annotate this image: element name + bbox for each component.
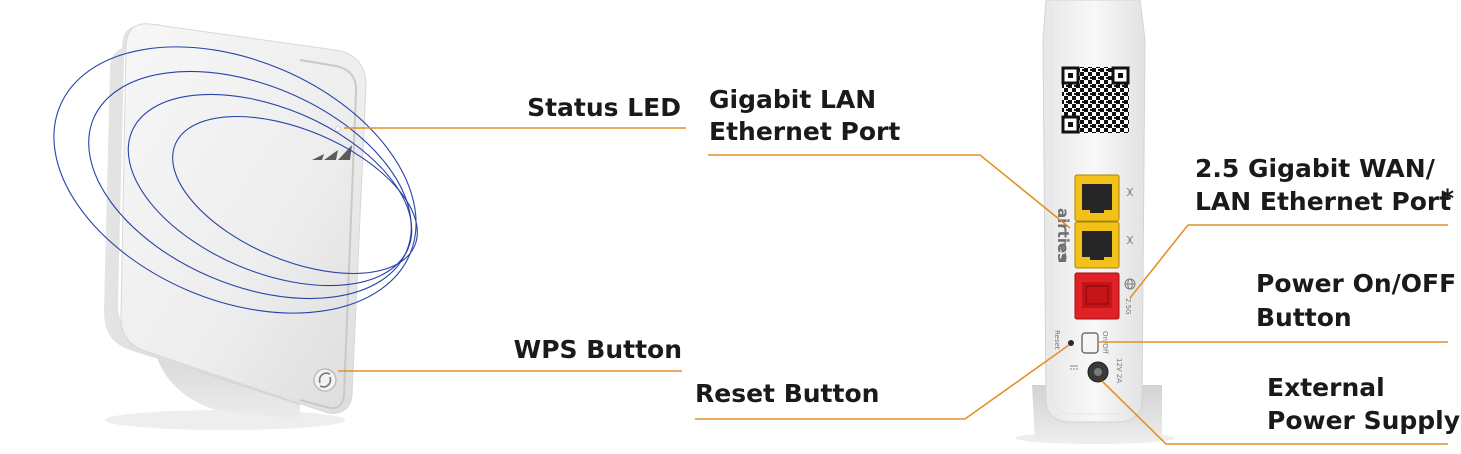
wan-port-marking: 2.5G <box>1124 298 1132 315</box>
device-brand-logo-icon <box>1058 240 1066 262</box>
power-supply-label-line2: Power Supply <box>1267 406 1460 435</box>
lan-port-label-line2: Ethernet Port <box>709 117 900 146</box>
wps-icon <box>318 372 332 388</box>
device-brand-text: airties <box>1054 208 1072 262</box>
power-rating-marking: 12V 2A <box>1115 358 1123 383</box>
reset-button-label: Reset Button <box>695 379 879 408</box>
wps-button-label: WPS Button <box>514 335 682 364</box>
reset-button-leader <box>695 344 1070 420</box>
power-button-label-line2: Button <box>1256 303 1352 332</box>
lan-port-icon <box>1126 187 1134 245</box>
power-supply-leader <box>1101 380 1448 445</box>
power-button-label-line1: Power On/OFF <box>1256 269 1456 298</box>
status-led-label: Status LED <box>527 93 681 122</box>
router-front-shadow <box>105 410 345 430</box>
wan-port-asterisk: * <box>1441 184 1454 213</box>
power-switch[interactable] <box>1081 332 1099 354</box>
router-front-side <box>104 24 300 405</box>
router-front-view <box>104 23 367 430</box>
wan-port-leader <box>1129 224 1448 299</box>
lan-port-1[interactable] <box>1074 174 1120 222</box>
reset-button[interactable] <box>1068 340 1074 346</box>
dc-symbol-icon <box>1070 365 1078 370</box>
lan-port-label-line1: Gigabit LAN <box>709 85 876 114</box>
globe-icon <box>1124 278 1136 290</box>
reset-marking: Reset <box>1053 330 1061 350</box>
router-back-view: airties 2.5G <box>1015 0 1175 444</box>
router-front-body <box>120 23 367 414</box>
wan-port-label-line2: LAN Ethernet Port <box>1195 187 1451 216</box>
router-front-bezel <box>299 59 358 410</box>
leader-lines <box>338 127 1448 445</box>
status-led <box>335 126 341 132</box>
lan-port-leader <box>708 154 1071 229</box>
wifi-waves-icon <box>53 46 418 314</box>
wan-port[interactable] <box>1074 272 1120 320</box>
qr-code <box>1061 66 1130 134</box>
power-jack <box>1087 361 1109 383</box>
wps-button[interactable] <box>313 368 337 392</box>
power-supply-label-line1: External <box>1267 373 1385 402</box>
wan-port-label-line1: 2.5 Gigabit WAN/ <box>1195 154 1436 183</box>
lan-port-2[interactable] <box>1074 221 1120 269</box>
